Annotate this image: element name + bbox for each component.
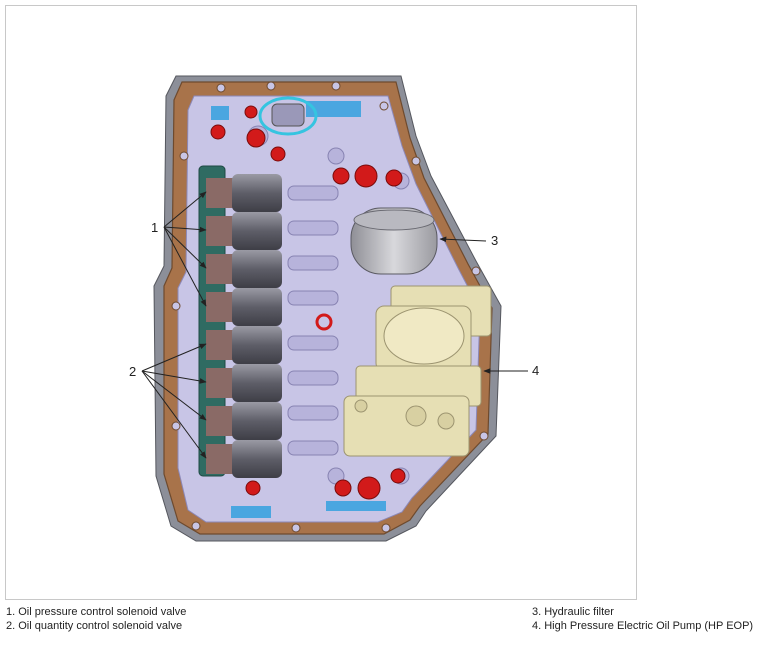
legend-item-1: 1. Oil pressure control solenoid valve — [6, 606, 187, 618]
oil-channel — [306, 101, 361, 117]
legend-left: 1. Oil pressure control solenoid valve 2… — [6, 605, 186, 633]
red-plug — [210, 124, 226, 140]
solenoid-6 — [206, 364, 282, 402]
bolt-hole — [411, 156, 421, 166]
oil-channel — [231, 506, 271, 518]
valve-bore — [287, 290, 339, 306]
solenoid-7 — [206, 402, 282, 440]
red-plug — [334, 479, 352, 497]
harness-connector — [258, 96, 318, 136]
red-plug — [244, 105, 258, 119]
valve-bore — [287, 185, 339, 201]
valve-bore — [287, 255, 339, 271]
legend-item-3: 3. Hydraulic filter — [532, 606, 614, 618]
red-plug — [332, 167, 350, 185]
bolt-hole — [171, 301, 181, 311]
bolt-hole — [331, 81, 341, 91]
red-plug — [315, 313, 333, 331]
solenoid-3 — [206, 250, 282, 288]
diagram-frame: 1 2 3 4 — [5, 5, 637, 600]
valve-body-illustration: 1 2 3 4 — [129, 75, 539, 542]
valve-bore — [287, 335, 339, 351]
bolt-hole — [266, 81, 276, 91]
solenoid-4 — [206, 288, 282, 326]
valve-bore — [287, 370, 339, 386]
boss — [327, 147, 345, 165]
hp-eop-pump — [343, 285, 492, 457]
red-plug — [385, 169, 403, 187]
callout-2: 2 — [129, 364, 136, 379]
red-plug — [246, 128, 266, 148]
callout-4: 4 — [532, 363, 539, 378]
solenoid-1 — [206, 174, 282, 212]
bolt-hole — [171, 421, 181, 431]
bolt-hole — [471, 266, 481, 276]
bolt-hole — [381, 523, 391, 533]
legend-item-4: 4. High Pressure Electric Oil Pump (HP E… — [532, 620, 754, 632]
callout-3: 3 — [491, 233, 498, 248]
solenoid-2 — [206, 212, 282, 250]
solenoid-8 — [206, 440, 282, 478]
valve-bore — [287, 220, 339, 236]
valve-bore — [287, 405, 339, 421]
red-plug — [390, 468, 406, 484]
bolt-hole — [179, 151, 189, 161]
harness-plug — [271, 103, 305, 127]
red-plug — [354, 164, 378, 188]
bolt-hole — [216, 83, 226, 93]
solenoid-group — [206, 174, 282, 478]
bolt-hole — [479, 431, 489, 441]
legend-right: 3. Hydraulic filter 4. High Pressure Ele… — [532, 605, 753, 633]
red-plug — [270, 146, 286, 162]
oil-channel — [211, 106, 229, 120]
valve-bore — [287, 440, 339, 456]
oil-channel — [326, 501, 386, 511]
solenoid-5 — [206, 326, 282, 364]
red-plug — [357, 476, 381, 500]
red-plug — [245, 480, 261, 496]
bolt-hole — [191, 521, 201, 531]
callout-1: 1 — [151, 220, 158, 235]
bolt-hole — [291, 523, 301, 533]
hydraulic-filter — [350, 207, 438, 275]
bolt-hole — [379, 101, 389, 111]
legend-item-2: 2. Oil quantity control solenoid valve — [6, 620, 183, 632]
